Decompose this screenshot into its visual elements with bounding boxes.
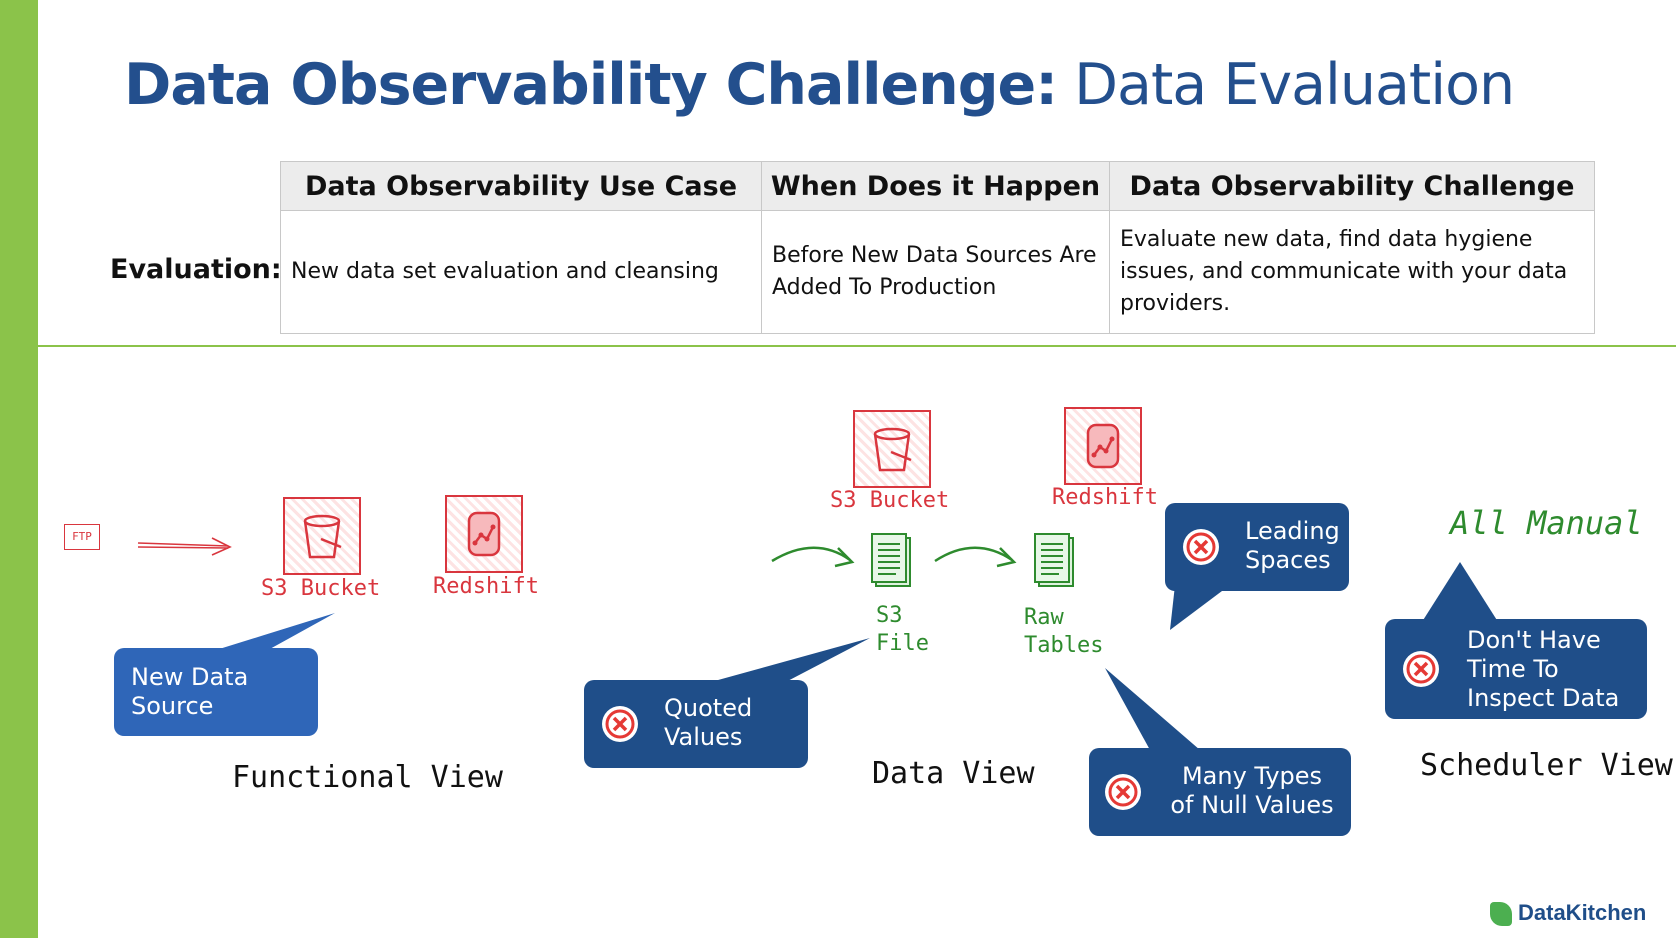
scheduler-view-label: Scheduler View (1420, 748, 1673, 783)
null-values-tail (1105, 668, 1200, 750)
table-row: New data set evaluation and cleansing Be… (280, 210, 1595, 334)
title-bold: Data Observability Challenge: (124, 52, 1058, 118)
redshift-icon (445, 495, 523, 573)
error-x-icon (1105, 774, 1141, 810)
data-view-s3-label: S3 Bucket (830, 488, 950, 513)
null-values-callout: Many Types of Null Values (1089, 748, 1351, 836)
s3-file-label: S3 File (876, 603, 929, 656)
title-light: Data Evaluation (1074, 52, 1515, 118)
use-case-table: Data Observability Use Case When Does it… (280, 161, 1595, 334)
null-values-text: Many Types of Null Values (1170, 762, 1334, 819)
leading-spaces-tail (1170, 585, 1230, 630)
data-view-redshift-label: Redshift (1052, 485, 1158, 510)
error-x-icon (1403, 651, 1439, 687)
functional-view-label: Functional View (232, 760, 503, 795)
ftp-arrow (137, 537, 232, 556)
table-header-row: Data Observability Use Case When Does it… (280, 161, 1595, 211)
scheduler-tail (1420, 562, 1500, 625)
section-divider (38, 345, 1676, 347)
error-x-icon (602, 706, 638, 742)
s3-file-icon (871, 533, 911, 587)
quoted-values-callout: Quoted Values (584, 680, 808, 768)
functional-redshift-label: Redshift (433, 574, 539, 599)
row-label: Evaluation: (110, 254, 282, 285)
table-header-challenge: Data Observability Challenge (1109, 161, 1595, 211)
error-x-icon (1183, 529, 1219, 565)
data-view-label: Data View (872, 756, 1035, 791)
functional-s3-label: S3 Bucket (261, 576, 381, 601)
datakitchen-logo: DataKitchen (1490, 900, 1647, 927)
scheduler-callout-text: Don't Have Time To Inspect Data (1467, 626, 1620, 712)
raw-tables-label: Raw Tables (1024, 605, 1104, 658)
quoted-values-tail (700, 638, 870, 685)
scheduler-callout: Don't Have Time To Inspect Data (1385, 619, 1647, 719)
datakitchen-logo-text: DataKitchen (1518, 900, 1647, 925)
data-view-redshift-icon (1064, 407, 1142, 485)
table-header-when: When Does it Happen (761, 161, 1110, 211)
table-cell-when: Before New Data Sources Are Added To Pro… (761, 210, 1110, 334)
ftp-icon: FTP (64, 524, 100, 550)
all-manual-label: All Manual (1450, 504, 1643, 542)
quoted-values-text: Quoted Values (664, 694, 753, 751)
leading-spaces-callout: Leading Spaces (1165, 503, 1349, 591)
s3-bucket-icon (283, 497, 361, 575)
green-arrow-to-s3-file (771, 546, 855, 568)
page-title: Data Observability Challenge: Data Evalu… (124, 52, 1515, 118)
table-header-use-case: Data Observability Use Case (280, 161, 762, 211)
new-data-source-text: New Data Source (131, 663, 249, 720)
ftp-label: FTP (72, 530, 92, 543)
data-view-s3-bucket-icon (853, 410, 931, 488)
new-data-source-callout: New Data Source (114, 648, 318, 736)
table-cell-use-case: New data set evaluation and cleansing (280, 210, 762, 334)
table-cell-challenge: Evaluate new data, find data hygiene iss… (1109, 210, 1595, 334)
datakitchen-logo-icon (1490, 902, 1512, 927)
leading-spaces-text: Leading Spaces (1245, 517, 1340, 574)
left-accent-bar (0, 0, 38, 938)
green-arrow-to-raw-tables (934, 546, 1017, 568)
raw-tables-icon (1034, 533, 1074, 587)
